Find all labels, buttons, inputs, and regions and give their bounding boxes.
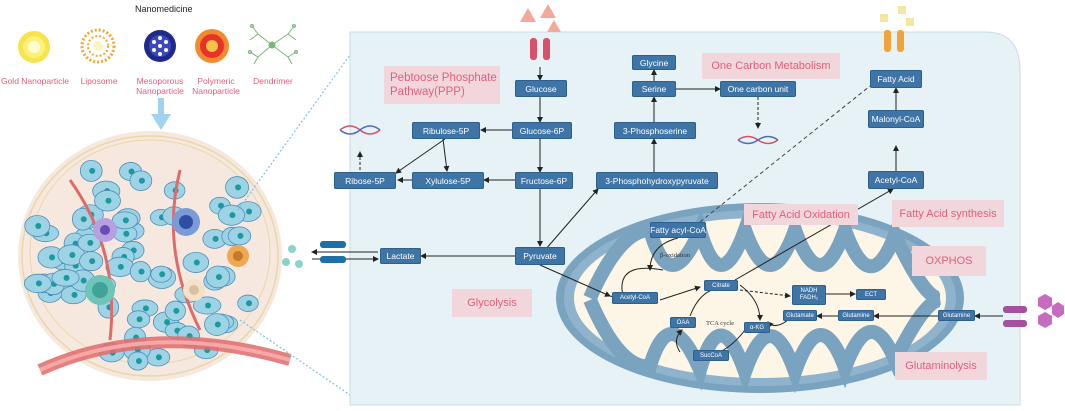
node-glutamine-cytosol: Glutamine (938, 310, 975, 321)
tumor-cell-nucleus (63, 274, 70, 281)
node-fadh2: FADH₂ (799, 295, 819, 301)
mesoporous-nanoparticle-icon (144, 30, 176, 62)
tumor-cell-nucleus (105, 197, 112, 204)
tumor-cell-nucleus (217, 202, 224, 209)
tumor-cell-nucleus (89, 167, 96, 174)
node-pyruvate: Pyruvate (515, 247, 565, 265)
node-glycine: Glycine (632, 55, 676, 70)
tumor-cell-nucleus (212, 235, 219, 242)
gold-nanoparticle-label: Gold Nanoparticle (0, 76, 70, 86)
dendrimer-label: Dendrimer (253, 76, 293, 86)
node-nadh-fadh2: NADH FADH₂ (792, 285, 826, 305)
region-glutaminolysis: Glutaminolysis (895, 352, 987, 380)
node-acetyl-coa-mito: Acetyl-CoA (612, 292, 658, 304)
node-fructose-6p: Fructose-6P (515, 172, 573, 189)
dendrimer-icon (248, 24, 298, 65)
gold-nanoparticle-icon (18, 31, 50, 63)
liposome-label: Liposome (80, 76, 118, 86)
node-acetyl-coa-cytosol: Acetyl-CoA (868, 171, 924, 189)
node-alpha-kg: α-KG (744, 322, 770, 333)
node-succoa: SucCoA (693, 350, 729, 361)
tumor-cell-nucleus (205, 302, 212, 309)
node-3-phosphohydroxypyruvate: 3-Phosphohydroxypyruvate (596, 172, 718, 189)
node-nadh: NADH (800, 288, 818, 294)
tumor-cell-nucleus (35, 280, 42, 287)
liposome-icon (80, 28, 116, 64)
tumor-cell-nucleus (173, 307, 180, 314)
tumor-cell-nucleus (80, 216, 87, 223)
polymeric-nanoparticle-icon (195, 29, 229, 63)
tumor-cell-nucleus (193, 259, 200, 266)
region-fatty-acid-synthesis: Fatty Acid synthesis (892, 200, 1004, 227)
tumor-cell-nucleus (214, 321, 221, 328)
glucose-transporter-icon (520, 4, 561, 60)
fatty-acid-transporter-icon (880, 6, 914, 52)
lactate-transporter-icon (282, 241, 346, 268)
region-fatty-acid-oxidation: Fatty Acid Oxidation (744, 204, 858, 225)
mitochondrion (556, 203, 964, 394)
node-xylulose-5p: Xylulose-5P (412, 172, 484, 189)
tumor-cell-nucleus (122, 217, 129, 224)
tumor-cell-nucleus (89, 258, 96, 265)
node-one-carbon-unit: One carbon unit (720, 81, 796, 97)
tumor-cell-nucleus (245, 300, 252, 307)
tumor-cell-nucleus (138, 177, 145, 184)
tumor-cell-nucleus (117, 263, 124, 270)
region-oxphos: OXPHOS (912, 246, 986, 276)
tumor-cell-nucleus (246, 208, 253, 215)
tumor-cell-nucleus (237, 232, 244, 239)
node-ect: ECT (856, 289, 886, 300)
region-glycolysis: Glycolysis (452, 289, 532, 317)
tumor-cell-nucleus (159, 271, 166, 278)
nanomedicine-title: Nanomedicine (135, 4, 193, 14)
tumor-cell-nucleus (71, 291, 78, 298)
node-citrate: Citrate (704, 280, 738, 291)
region-one-carbon: One Carbon Metabolism (702, 53, 840, 79)
dna-icon (737, 135, 779, 145)
tumor-illustration (18, 131, 292, 381)
beta-oxidation-label: β-oxidation (660, 252, 691, 259)
nanomedicine-panel (18, 24, 298, 381)
node-serine: Serine (632, 81, 676, 97)
tca-cycle-label: TCA cycle (706, 320, 734, 327)
tumor-cell-nucleus (138, 268, 145, 275)
tumor-cell-nucleus (35, 222, 42, 229)
node-glutamate: Glutamate (783, 310, 817, 321)
tumor-cell-nucleus (136, 316, 143, 323)
tumor-cell-nucleus (155, 354, 162, 361)
node-lactate: Lactate (380, 248, 421, 264)
polymeric-nanoparticle-label: Polymeric Nanoparticle (192, 76, 240, 96)
region-ppp: Pebtoose Phosphate Pathway(PPP) (384, 66, 500, 104)
node-fatty-acyl-coa: Fatty acyl-CoA (650, 222, 706, 238)
node-3-phosphoserine: 3-Phosphoserine (614, 122, 696, 139)
tumor-cell-nucleus (215, 273, 222, 280)
tumor-cell-nucleus (69, 251, 76, 258)
tumor-cell-nucleus (123, 230, 130, 237)
tumor-cell-nucleus (235, 184, 242, 191)
node-malonyl-coa: Malonyl-CoA (868, 110, 924, 128)
tumor-cell-nucleus (80, 277, 87, 284)
tumor-cell-nucleus (229, 212, 236, 219)
node-glucose: Glucose (515, 80, 567, 97)
tumor-cell-nucleus (164, 319, 171, 326)
tumor-cell-nucleus (128, 168, 135, 175)
dna-icon (339, 125, 381, 135)
glutamine-transporter-icon (1003, 294, 1064, 328)
node-glucose-6p: Glucose-6P (512, 122, 572, 139)
node-ribose-5p: Ribose-5P (334, 172, 396, 189)
node-fatty-acid: Fatty Acid (870, 70, 922, 88)
tumor-cell-nucleus (87, 239, 94, 246)
node-glutamine-mito: Glutamine (838, 310, 874, 321)
node-oaa: OAA (670, 317, 696, 328)
tumor-cell-nucleus (142, 305, 149, 312)
node-ribulose-5p: Ribulose-5P (412, 122, 480, 139)
down-arrow-icon (151, 98, 171, 130)
mesoporous-nanoparticle-label: Mesoporous Nanoparticle (136, 76, 184, 96)
tumor-cell-nucleus (135, 358, 142, 365)
tumor-cell-nucleus (49, 254, 56, 261)
